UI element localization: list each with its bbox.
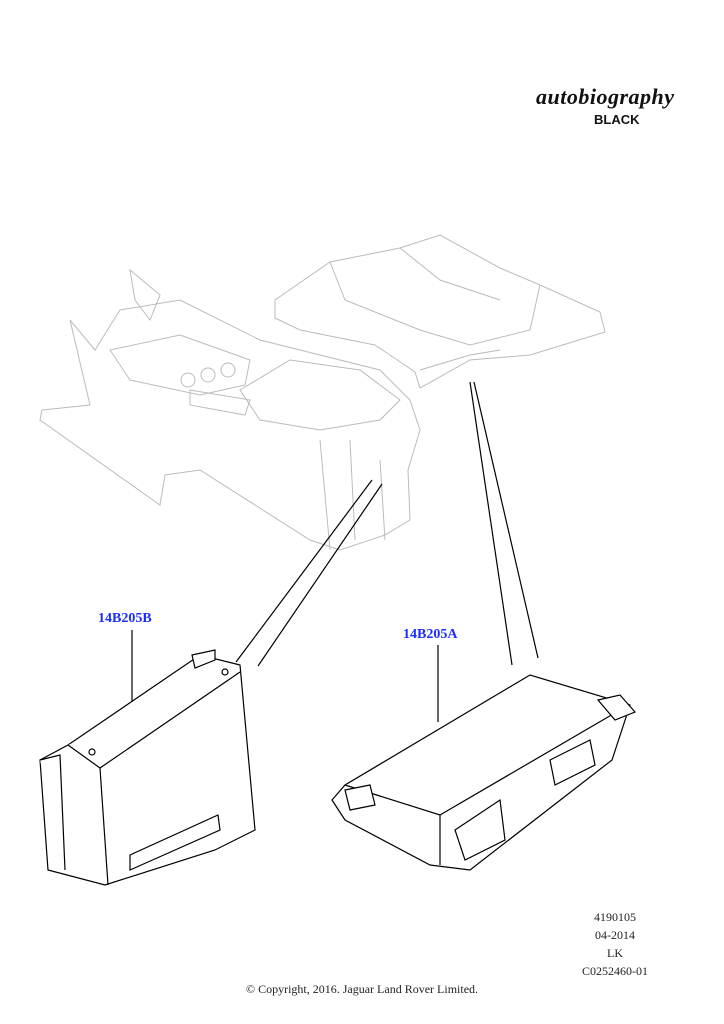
callout-14B205B[interactable]: 14B205B xyxy=(98,611,152,626)
drawing-metadata: 4190105 04-2014 LK C0252460-01 xyxy=(570,908,660,980)
drawing-initials: LK xyxy=(607,946,623,960)
centre-console-outline xyxy=(39,268,421,551)
drawing-code: C0252460-01 xyxy=(582,964,648,978)
drawing-date: 04-2014 xyxy=(595,928,635,942)
module-14B205B xyxy=(39,649,256,886)
module-14B205A xyxy=(331,674,637,871)
rear-seat-outline xyxy=(274,234,606,389)
callout-14B205A[interactable]: 14B205A xyxy=(403,627,458,642)
copyright-notice: © Copyright, 2016. Jaguar Land Rover Lim… xyxy=(245,982,479,996)
logo-subtitle: BLACK xyxy=(594,112,640,127)
illustration-number: 4190105 xyxy=(594,910,636,924)
leader-lines xyxy=(131,381,539,722)
logo-script: autobiography xyxy=(536,84,675,109)
